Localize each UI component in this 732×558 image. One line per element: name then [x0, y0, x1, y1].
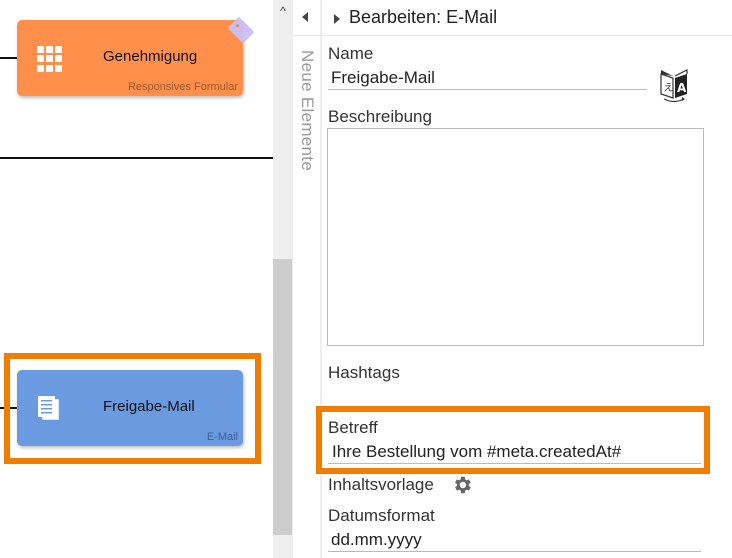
- connector-line: [0, 157, 273, 159]
- subject-input[interactable]: Ihre Bestellung vom #meta.createdAt#: [332, 442, 622, 461]
- scroll-thumb[interactable]: [273, 259, 292, 535]
- dateformat-underline: [328, 551, 701, 552]
- description-label: Beschreibung: [328, 107, 432, 126]
- subject-underline: [328, 463, 701, 464]
- hashtags-label: Hashtags: [328, 363, 400, 382]
- document-icon: [38, 396, 60, 421]
- new-elements-sidebar[interactable]: Neue Elemente: [293, 0, 322, 558]
- node-freigabe-mail[interactable]: Freigabe-Mail E-Mail: [17, 370, 243, 446]
- expand-right-icon[interactable]: [334, 14, 340, 24]
- highlight-box: [316, 406, 710, 474]
- svg-text:え: え: [664, 82, 674, 94]
- svg-text:A: A: [677, 81, 687, 95]
- name-underline: [328, 89, 647, 90]
- name-input[interactable]: Freigabe-Mail: [331, 68, 435, 87]
- header-divider: [293, 35, 732, 36]
- connector-line: [0, 57, 17, 59]
- dateformat-label: Datumsformat: [328, 506, 435, 525]
- properties-panel: Bearbeiten: E-Mail: [322, 0, 732, 558]
- node-type: Responsives Formular: [127, 81, 238, 93]
- gear-icon[interactable]: [451, 474, 473, 496]
- highlight-box: [4, 353, 261, 464]
- panel-title: Bearbeiten: E-Mail: [349, 7, 498, 27]
- subject-label: Betreff: [328, 418, 378, 437]
- collapse-left-icon[interactable]: [302, 12, 308, 22]
- description-textarea[interactable]: [327, 128, 704, 346]
- name-label: Name: [328, 44, 374, 63]
- workflow-canvas[interactable]: Genehmigung Responsives Formular Freigab…: [0, 0, 273, 558]
- translate-icon[interactable]: え A: [656, 66, 692, 104]
- new-elements-label[interactable]: Neue Elemente: [298, 50, 317, 172]
- dateformat-input[interactable]: dd.mm.yyyy: [331, 530, 422, 549]
- node-title: Freigabe-Mail: [103, 398, 195, 415]
- scroll-up-icon[interactable]: ^: [280, 4, 286, 18]
- node-type: E-Mail: [206, 431, 238, 443]
- canvas-scrollbar[interactable]: ^: [273, 0, 293, 558]
- grid-icon: [37, 46, 63, 72]
- template-label: Inhaltsvorlage: [328, 475, 434, 494]
- node-title: Genehmigung: [103, 48, 198, 65]
- node-genehmigung[interactable]: Genehmigung Responsives Formular: [17, 20, 243, 96]
